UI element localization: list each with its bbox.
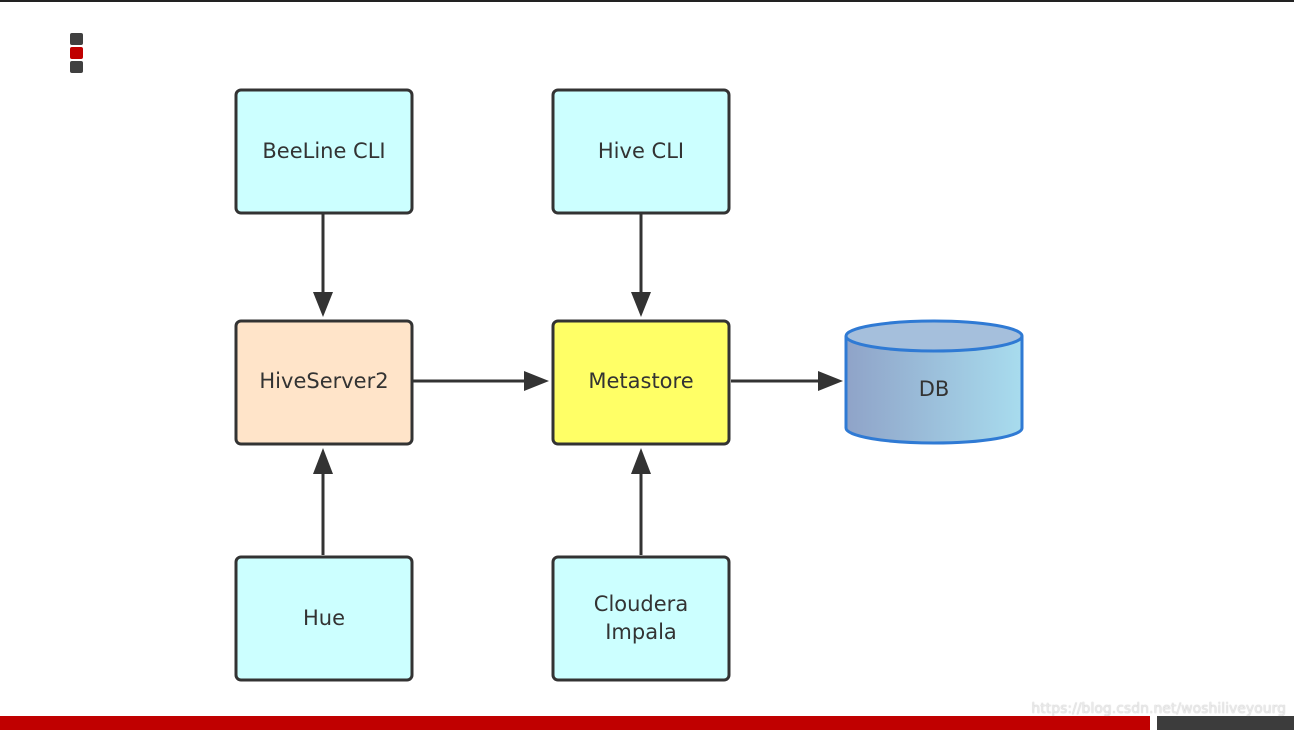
footer-accent-bar	[0, 716, 1150, 730]
node-cloudera-impala: Cloudera Impala	[551, 555, 731, 682]
node-hue-label: Hue	[303, 606, 345, 630]
node-impala-label-line1: Cloudera	[594, 592, 688, 616]
node-beeline-cli: BeeLine CLI	[234, 88, 414, 215]
logo-icon	[70, 33, 83, 75]
connector-hiveserver2-to-metastore	[413, 371, 549, 391]
node-hue: Hue	[234, 555, 414, 682]
footer-separator	[1150, 716, 1157, 730]
logo-square-top	[70, 33, 83, 45]
connector-hue-to-hiveserver2	[313, 448, 333, 555]
node-hiveserver2-label: HiveServer2	[259, 369, 388, 393]
watermark-text: https://blog.csdn.net/woshiliveyourg	[1031, 701, 1286, 717]
node-metastore: Metastore	[551, 319, 731, 446]
node-db-label: DB	[919, 377, 950, 401]
logo-square-bottom	[70, 61, 83, 73]
node-metastore-label: Metastore	[588, 369, 693, 393]
node-db-cylinder: DB	[844, 319, 1024, 445]
connector-hivecli-to-metastore	[631, 214, 651, 317]
node-impala-label-line2: Impala	[605, 620, 677, 644]
connector-metastore-to-db	[731, 371, 843, 391]
connector-impala-to-metastore	[631, 448, 651, 555]
top-rule	[0, 0, 1294, 2]
node-beeline-label: BeeLine CLI	[262, 139, 385, 163]
node-hivecli-label: Hive CLI	[598, 139, 684, 163]
logo-square-middle	[70, 47, 83, 59]
node-hive-cli: Hive CLI	[551, 88, 731, 215]
connector-beeline-to-hiveserver2	[313, 214, 333, 317]
node-hiveserver2: HiveServer2	[234, 319, 414, 446]
footer-dark-block	[1157, 716, 1294, 730]
